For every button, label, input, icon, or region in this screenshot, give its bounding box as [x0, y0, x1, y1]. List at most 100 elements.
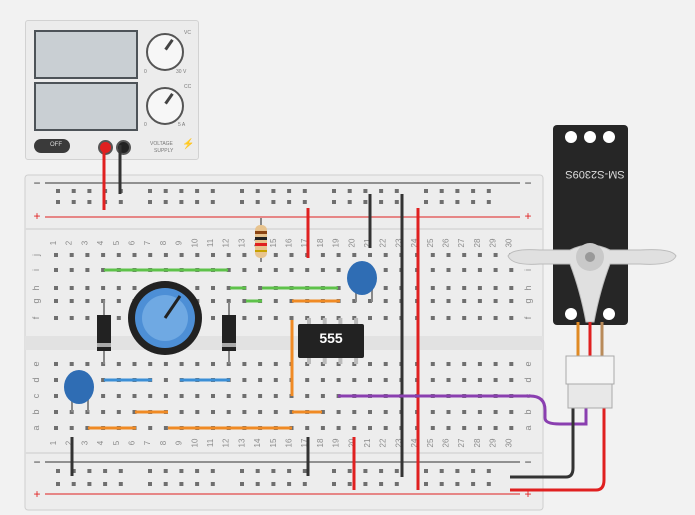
- breadboard-hole[interactable]: [477, 268, 482, 272]
- breadboard-hole[interactable]: [226, 253, 231, 257]
- breadboard-hole[interactable]: [54, 268, 58, 272]
- breadboard-hole[interactable]: [116, 394, 121, 398]
- rail-hole[interactable]: [455, 189, 460, 193]
- breadboard-hole[interactable]: [179, 394, 184, 398]
- breadboard-hole[interactable]: [477, 362, 482, 366]
- rail-hole[interactable]: [486, 200, 491, 204]
- breadboard-hole[interactable]: [352, 378, 357, 382]
- breadboard-hole[interactable]: [446, 286, 451, 290]
- breadboard-hole[interactable]: [69, 362, 74, 366]
- servo-ground-wire[interactable]: [510, 395, 575, 479]
- power-button[interactable]: OFF: [34, 139, 70, 153]
- breadboard-hole[interactable]: [289, 316, 294, 320]
- rail-hole[interactable]: [302, 482, 307, 486]
- breadboard-hole[interactable]: [116, 286, 121, 290]
- breadboard-hole[interactable]: [163, 394, 168, 398]
- rail-hole[interactable]: [56, 469, 60, 473]
- breadboard-hole[interactable]: [132, 286, 137, 290]
- rail-hole[interactable]: [87, 189, 92, 193]
- breadboard-hole[interactable]: [179, 410, 184, 414]
- breadboard-hole[interactable]: [352, 410, 357, 414]
- breadboard-hole[interactable]: [320, 410, 325, 414]
- breadboard-hole[interactable]: [320, 426, 325, 430]
- breadboard-hole[interactable]: [305, 268, 310, 272]
- rail-hole[interactable]: [332, 482, 336, 486]
- breadboard-hole[interactable]: [179, 362, 184, 366]
- breadboard-hole[interactable]: [430, 426, 435, 430]
- rail-hole[interactable]: [347, 189, 352, 193]
- capacitor-bottom[interactable]: [64, 370, 94, 412]
- breadboard-hole[interactable]: [289, 253, 294, 257]
- rail-hole[interactable]: [424, 482, 428, 486]
- breadboard-hole[interactable]: [242, 253, 247, 257]
- breadboard-hole[interactable]: [163, 426, 168, 430]
- rail-hole[interactable]: [394, 482, 399, 486]
- breadboard-hole[interactable]: [368, 426, 372, 430]
- breadboard-hole[interactable]: [509, 410, 514, 414]
- breadboard-hole[interactable]: [336, 378, 341, 382]
- breadboard-hole[interactable]: [226, 286, 231, 290]
- breadboard-hole[interactable]: [116, 253, 121, 257]
- breadboard-hole[interactable]: [85, 362, 90, 366]
- breadboard-hole[interactable]: [336, 268, 341, 272]
- breadboard-hole[interactable]: [462, 286, 467, 290]
- servo-motor[interactable]: [507, 125, 677, 325]
- breadboard-hole[interactable]: [211, 394, 215, 398]
- purple-signal-wire[interactable]: [338, 394, 588, 426]
- breadboard-hole[interactable]: [148, 362, 153, 366]
- breadboard-hole[interactable]: [493, 426, 498, 430]
- breadboard-hole[interactable]: [368, 410, 372, 414]
- rail-hole[interactable]: [148, 469, 152, 473]
- breadboard-hole[interactable]: [101, 378, 106, 382]
- ic-555[interactable]: [298, 318, 364, 364]
- breadboard-hole[interactable]: [430, 253, 435, 257]
- rail-hole[interactable]: [103, 482, 108, 486]
- breadboard-hole[interactable]: [54, 394, 58, 398]
- rail-hole[interactable]: [424, 469, 428, 473]
- rail-hole[interactable]: [486, 482, 491, 486]
- breadboard-hole[interactable]: [85, 253, 90, 257]
- rail-hole[interactable]: [439, 189, 444, 193]
- breadboard-hole[interactable]: [226, 410, 231, 414]
- rail-hole[interactable]: [332, 189, 336, 193]
- breadboard-hole[interactable]: [54, 426, 58, 430]
- rail-hole[interactable]: [347, 482, 352, 486]
- rail-hole[interactable]: [240, 200, 244, 204]
- breadboard-hole[interactable]: [132, 253, 137, 257]
- rail-hole[interactable]: [71, 189, 76, 193]
- breadboard-hole[interactable]: [226, 268, 231, 272]
- rail-hole[interactable]: [471, 469, 476, 473]
- rail-hole[interactable]: [103, 469, 108, 473]
- breadboard-hole[interactable]: [493, 268, 498, 272]
- current-knob[interactable]: [146, 87, 184, 125]
- breadboard-hole[interactable]: [132, 362, 137, 366]
- rail-hole[interactable]: [424, 200, 428, 204]
- rail-hole[interactable]: [332, 469, 336, 473]
- breadboard-hole[interactable]: [493, 299, 498, 303]
- breadboard-hole[interactable]: [69, 286, 74, 290]
- breadboard-hole[interactable]: [273, 316, 278, 320]
- capacitor-top[interactable]: [347, 261, 377, 302]
- breadboard-hole[interactable]: [101, 268, 106, 272]
- rail-hole[interactable]: [302, 200, 307, 204]
- breadboard-hole[interactable]: [242, 268, 247, 272]
- servo-connector[interactable]: [565, 322, 615, 409]
- breadboard-hole[interactable]: [462, 378, 467, 382]
- breadboard-hole[interactable]: [493, 253, 498, 257]
- breadboard-hole[interactable]: [148, 253, 153, 257]
- breadboard-hole[interactable]: [446, 299, 451, 303]
- breadboard-hole[interactable]: [258, 286, 263, 290]
- rail-hole[interactable]: [287, 200, 292, 204]
- breadboard-hole[interactable]: [211, 316, 215, 320]
- breadboard-hole[interactable]: [430, 410, 435, 414]
- rail-hole[interactable]: [471, 189, 476, 193]
- diode-right[interactable]: [222, 302, 236, 364]
- breadboard-hole[interactable]: [462, 410, 467, 414]
- breadboard-hole[interactable]: [430, 268, 435, 272]
- breadboard-hole[interactable]: [273, 299, 278, 303]
- breadboard-hole[interactable]: [477, 286, 482, 290]
- servo-power-wire[interactable]: [510, 395, 606, 492]
- rail-hole[interactable]: [363, 189, 368, 193]
- breadboard-hole[interactable]: [462, 299, 467, 303]
- breadboard-hole[interactable]: [383, 268, 388, 272]
